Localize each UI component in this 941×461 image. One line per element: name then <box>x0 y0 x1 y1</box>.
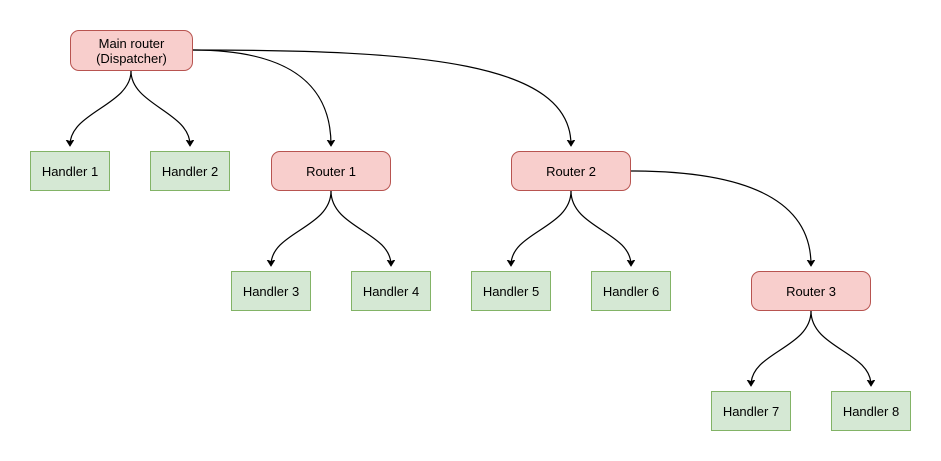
node-handler-7[interactable]: Handler 7 <box>711 391 791 431</box>
node-handler-8[interactable]: Handler 8 <box>831 391 911 431</box>
node-router-2[interactable]: Router 2 <box>511 151 631 191</box>
node-label-handler-1: Handler 1 <box>41 163 99 179</box>
node-handler-4[interactable]: Handler 4 <box>351 271 431 311</box>
node-handler-3[interactable]: Handler 3 <box>231 271 311 311</box>
node-label-handler-5: Handler 5 <box>482 283 540 299</box>
edge-router-3-to-handler-8 <box>810 310 871 385</box>
node-label-handler-6: Handler 6 <box>602 283 660 299</box>
edge-router-2-to-handler-6 <box>570 190 631 265</box>
node-label-main-router: Main router (Dispatcher) <box>96 35 167 66</box>
node-router-1[interactable]: Router 1 <box>271 151 391 191</box>
node-label-router-2: Router 2 <box>546 163 596 179</box>
node-label-handler-2: Handler 2 <box>161 163 219 179</box>
edge-router-2-to-router-3 <box>630 170 811 265</box>
node-handler-2[interactable]: Handler 2 <box>150 151 230 191</box>
node-main-router[interactable]: Main router (Dispatcher) <box>70 30 193 71</box>
node-handler-1[interactable]: Handler 1 <box>30 151 110 191</box>
edge-router-3-to-handler-7 <box>751 310 812 385</box>
edge-main-to-handler-2 <box>130 70 190 145</box>
node-router-3[interactable]: Router 3 <box>751 271 871 311</box>
node-handler-6[interactable]: Handler 6 <box>591 271 671 311</box>
edge-main-to-handler-1 <box>70 70 132 145</box>
edge-group <box>70 49 871 385</box>
edge-router-2-to-handler-5 <box>511 190 572 265</box>
edge-main-to-router-1 <box>192 49 331 145</box>
node-handler-5[interactable]: Handler 5 <box>471 271 551 311</box>
node-label-handler-3: Handler 3 <box>242 283 300 299</box>
node-label-handler-4: Handler 4 <box>362 283 420 299</box>
edge-router-1-to-handler-4 <box>330 190 391 265</box>
edge-router-1-to-handler-3 <box>271 190 332 265</box>
node-label-router-3: Router 3 <box>786 283 836 299</box>
node-label-router-1: Router 1 <box>306 163 356 179</box>
node-label-handler-8: Handler 8 <box>842 403 900 419</box>
edge-main-to-router-2 <box>192 49 571 145</box>
node-label-handler-7: Handler 7 <box>722 403 780 419</box>
